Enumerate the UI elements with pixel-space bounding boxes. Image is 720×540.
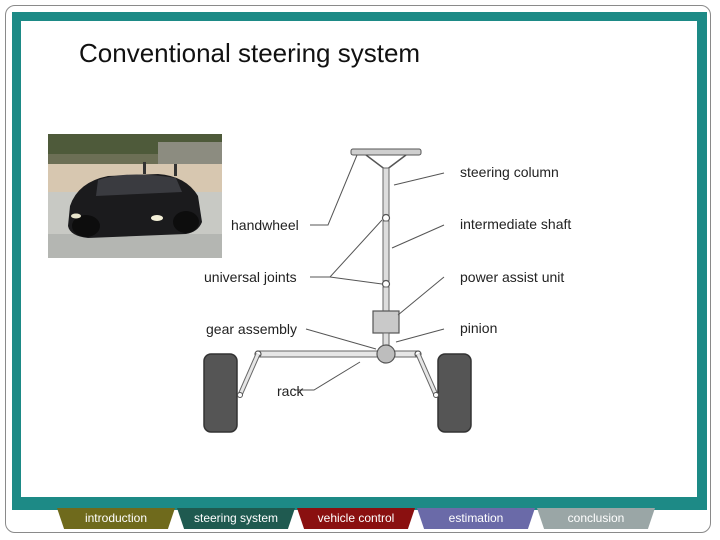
label-handwheel: handwheel	[231, 217, 299, 233]
pinion-gear	[376, 344, 396, 364]
left-wheel	[203, 353, 238, 433]
handwheel-shape	[350, 148, 422, 156]
label-universal-joints: universal joints	[204, 269, 297, 285]
label-rack: rack	[277, 383, 304, 399]
right-wheel	[437, 353, 472, 433]
nav-tab-introduction[interactable]: introduction	[57, 508, 175, 529]
label-gear-assembly: gear assembly	[206, 321, 297, 337]
section-navigation: introduction steering system vehicle con…	[0, 508, 720, 530]
nav-tab-steering-system[interactable]: steering system	[177, 508, 295, 529]
label-pinion: pinion	[460, 320, 497, 336]
universal-joint-upper	[381, 213, 391, 223]
car-photo	[48, 134, 222, 258]
steering-system-diagram: steering column handwheel intermediate s…	[203, 148, 571, 433]
label-power-assist-unit: power assist unit	[460, 269, 564, 285]
universal-joint-lower	[381, 279, 391, 289]
label-intermediate-shaft: intermediate shaft	[460, 216, 571, 232]
slide-title: Conventional steering system	[79, 38, 421, 68]
label-steering-column: steering column	[460, 164, 559, 180]
nav-tab-estimation[interactable]: estimation	[417, 508, 535, 529]
nav-tab-conclusion[interactable]: conclusion	[537, 508, 655, 529]
nav-tab-vehicle-control[interactable]: vehicle control	[297, 508, 415, 529]
power-assist-unit-shape	[372, 310, 400, 334]
slide-content-area	[21, 21, 697, 497]
steering-column-shape	[382, 167, 390, 217]
intermediate-shaft-shape	[382, 220, 390, 282]
